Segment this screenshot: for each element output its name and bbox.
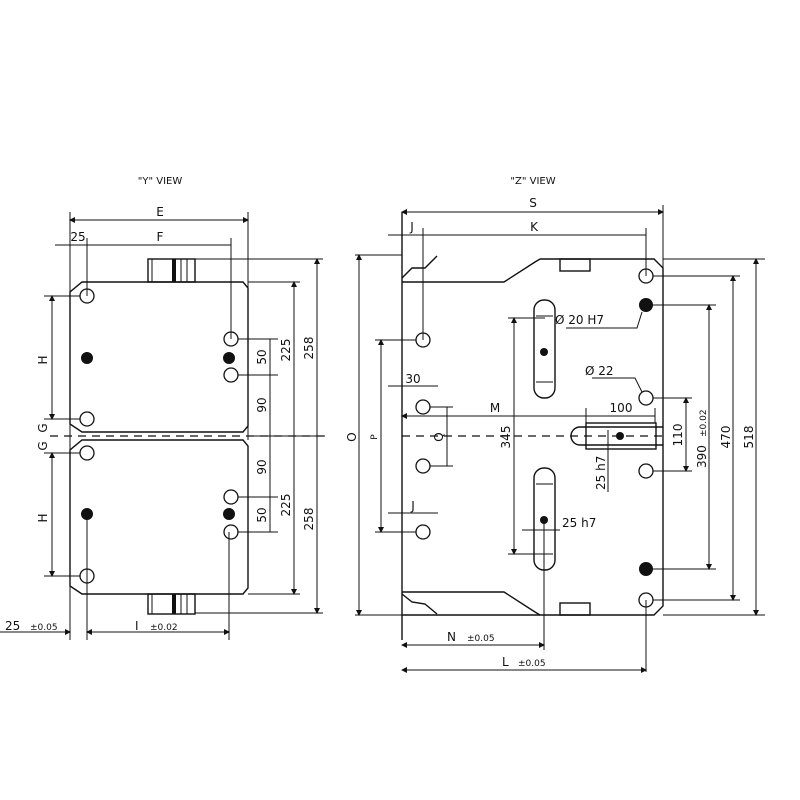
z-plate-outline <box>401 212 664 640</box>
dim-25-h7-horizontal: 25 h7 <box>562 516 596 530</box>
dim-100: 100 <box>610 401 633 415</box>
dim-M: M <box>490 401 500 415</box>
dim-390: 390 <box>695 445 709 468</box>
dim-518: 518 <box>742 426 756 449</box>
dim-I-tolerance: ±0.02 <box>150 623 178 633</box>
dim-30: 30 <box>405 372 420 386</box>
dim-L: L <box>502 655 509 669</box>
dim-25-bottom: 25 <box>5 619 20 633</box>
dim-50-bottom: 50 <box>255 507 269 522</box>
callout-dia-20-h7: Ø 20 H7 <box>555 313 604 327</box>
dim-90-bottom: 90 <box>255 459 269 474</box>
dim-25-h7-vertical: 25 h7 <box>594 456 608 490</box>
lower-plate-outline <box>69 439 249 595</box>
dim-Q: Q <box>432 432 446 441</box>
y-view: "Y" VIEW <box>0 176 325 640</box>
lower-cutout <box>401 591 541 616</box>
dim-O: O <box>345 432 359 441</box>
dim-N: N <box>447 630 456 644</box>
dim-H-bottom: H <box>36 513 50 522</box>
dim-110: 110 <box>671 424 685 447</box>
dim-390-tolerance: ±0.02 <box>699 409 709 437</box>
dim-258-top: 258 <box>302 337 316 360</box>
dim-I: I <box>135 619 139 633</box>
dim-S: S <box>529 196 537 210</box>
dim-225-bottom: 225 <box>279 494 293 517</box>
dim-E: E <box>156 205 164 219</box>
z-view-holes <box>415 268 654 608</box>
upper-cutout <box>401 255 541 283</box>
dim-25-top: 25 <box>70 230 85 244</box>
dim-345: 345 <box>499 426 513 449</box>
y-view-title: "Y" VIEW <box>138 176 183 187</box>
dim-470: 470 <box>719 426 733 449</box>
lower-notch <box>559 602 591 616</box>
dim-G-bottom: G <box>36 441 50 450</box>
dim-K: K <box>530 220 539 234</box>
y-view-holes <box>79 288 239 584</box>
dim-G-top: G <box>36 423 50 432</box>
dim-H-top: H <box>36 355 50 364</box>
dim-258-bottom: 258 <box>302 508 316 531</box>
dim-90-top: 90 <box>255 397 269 412</box>
dim-J-top: J <box>409 220 414 234</box>
dim-P: P <box>370 434 380 440</box>
dim-J-bottom: J <box>410 499 415 513</box>
lower-tab <box>147 593 196 615</box>
dim-F: F <box>157 230 164 244</box>
upper-tab <box>147 258 196 283</box>
dim-225-top: 225 <box>279 339 293 362</box>
dim-L-tolerance: ±0.05 <box>518 659 546 669</box>
z-view: "Z" VIEW <box>345 176 765 673</box>
callout-dia-22: Ø 22 <box>585 364 614 378</box>
dim-N-tolerance: ±0.05 <box>467 634 495 644</box>
dim-25-tolerance: ±0.05 <box>30 623 58 633</box>
z-view-title: "Z" VIEW <box>510 176 555 187</box>
upper-plate-outline <box>69 281 249 433</box>
upper-slot <box>533 299 556 399</box>
upper-notch <box>559 258 591 272</box>
dim-50-top: 50 <box>255 349 269 364</box>
